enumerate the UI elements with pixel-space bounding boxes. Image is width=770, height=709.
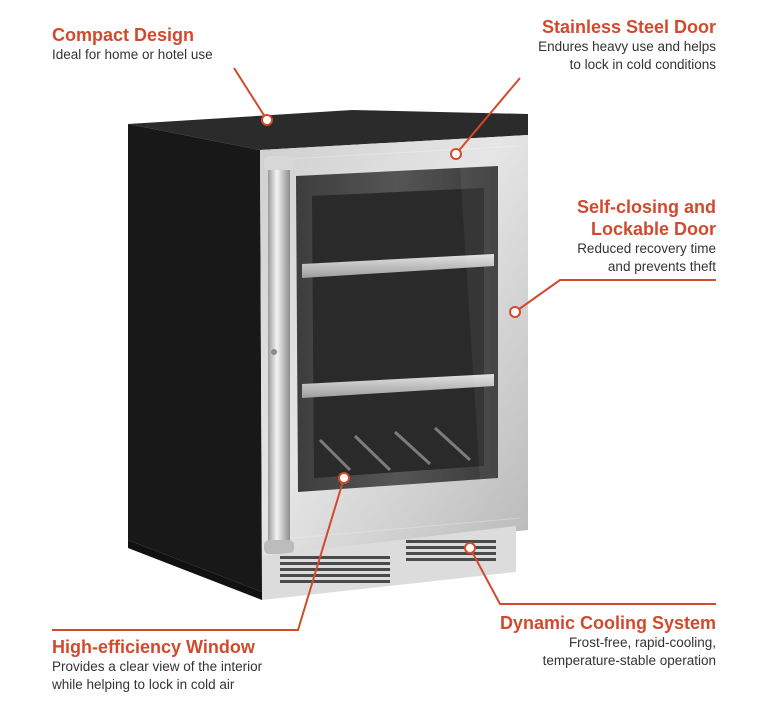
- callout-title: Dynamic Cooling System: [499, 613, 716, 633]
- callout-high-efficiency-window: High-efficiency Window Provides a clear …: [52, 636, 262, 694]
- marker-window: [338, 472, 350, 484]
- callout-desc-line2: to lock in cold conditions: [569, 57, 716, 72]
- callout-desc: Ideal for home or hotel use: [52, 47, 213, 62]
- leader-selfclose: [514, 279, 716, 313]
- callout-title: Stainless Steel Door: [541, 17, 716, 37]
- callout-desc-line2: and prevents theft: [607, 259, 716, 274]
- shelf-middle: [302, 374, 494, 398]
- callout-title: Compact Design: [52, 25, 195, 45]
- callout-stainless-steel-door: Stainless Steel Door Endures heavy use a…: [538, 16, 716, 74]
- callout-desc-line2: while helping to lock in cold air: [52, 677, 235, 692]
- marker-stainless: [450, 148, 462, 160]
- cabinet-top: [128, 110, 528, 150]
- marker-selfclose: [509, 306, 521, 318]
- leader-cooling: [469, 547, 716, 605]
- marker-cooling: [464, 542, 476, 554]
- callout-desc-line1: Provides a clear view of the interior: [52, 659, 263, 674]
- shelf-top: [302, 254, 494, 278]
- leader-compact: [233, 67, 268, 121]
- door-lock: [271, 349, 277, 355]
- callout-title: High-efficiency Window: [52, 637, 255, 657]
- callout-desc-line1: Endures heavy use and helps: [538, 39, 716, 54]
- callout-self-closing-door: Self-closing and Lockable Door Reduced r…: [577, 196, 716, 276]
- callout-desc-line1: Reduced recovery time: [577, 241, 716, 256]
- callout-dynamic-cooling-system: Dynamic Cooling System Frost-free, rapid…: [500, 612, 716, 670]
- callout-compact-design: Compact Design Ideal for home or hotel u…: [52, 24, 213, 64]
- leader-stainless: [455, 77, 521, 155]
- callout-title-line2: Lockable Door: [590, 219, 716, 239]
- callout-title-line1: Self-closing and: [576, 197, 716, 217]
- leader-window: [52, 477, 345, 631]
- marker-compact: [261, 114, 273, 126]
- door-handle: [268, 156, 290, 554]
- callout-desc-line2: temperature-stable operation: [542, 653, 716, 668]
- callout-desc-line1: Frost-free, rapid-cooling,: [568, 635, 716, 650]
- cabinet-side: [128, 124, 262, 592]
